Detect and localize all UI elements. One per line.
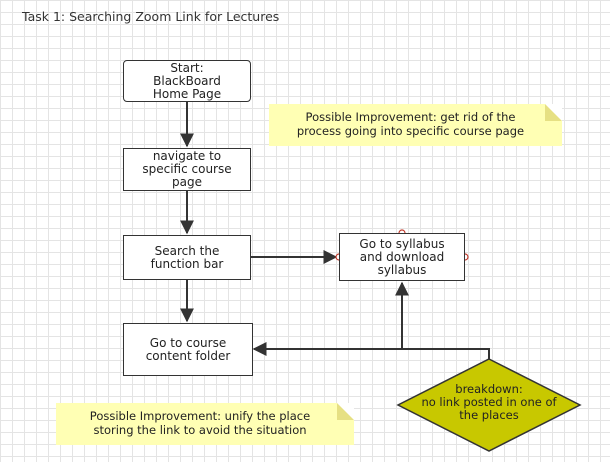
note-line: process going into specific course page — [296, 124, 525, 138]
arrow-breakdown-to-content — [252, 342, 490, 359]
breakdown-line: the places — [459, 408, 519, 422]
syllabus-node-line: Go to syllabus — [359, 236, 445, 251]
search-node[interactable]: Search the function bar — [123, 235, 251, 280]
content-node[interactable]: Go to course content folder — [123, 323, 253, 376]
start-node[interactable]: Start: BlackBoard Home Page — [123, 60, 251, 102]
improvement-note-bottom[interactable]: Possible Improvement: unify the place st… — [56, 403, 354, 445]
note-line: storing the link to avoid the situation — [93, 423, 307, 437]
start-node-line: Home Page — [152, 86, 222, 101]
note-fold-corner — [545, 104, 562, 121]
content-node-line: content folder — [145, 348, 231, 363]
content-node-line: Go to course — [149, 335, 227, 350]
note-line: Possible Improvement: get rid of the — [305, 110, 516, 124]
search-node-line: Search the — [154, 243, 220, 258]
navigate-node-line: specific course — [142, 162, 232, 176]
search-node-line: function bar — [150, 256, 224, 271]
syllabus-node-line: and download — [359, 249, 445, 264]
syllabus-node-line: syllabus — [377, 262, 427, 277]
breakdown-diamond[interactable] — [396, 358, 582, 452]
breakdown-label: breakdown: no link posted in one of the … — [393, 383, 585, 422]
diagram-title: Task 1: Searching Zoom Link for Lectures — [22, 9, 280, 24]
syllabus-node[interactable]: Go to syllabus and download syllabus — [339, 233, 465, 281]
breakdown-line: breakdown: — [455, 382, 523, 396]
start-node-line: BlackBoard — [153, 73, 221, 88]
navigate-node[interactable]: navigate to specific course page — [123, 148, 251, 191]
start-node-line: Start: — [170, 60, 204, 75]
navigate-node-line: page — [172, 175, 202, 189]
note-fold-corner — [337, 403, 354, 420]
note-line: Possible Improvement: unify the place — [89, 409, 311, 423]
navigate-node-line: navigate to — [152, 149, 222, 163]
improvement-note-top[interactable]: Possible Improvement: get rid of the pro… — [269, 104, 562, 146]
breakdown-line: no link posted in one of — [421, 395, 557, 409]
